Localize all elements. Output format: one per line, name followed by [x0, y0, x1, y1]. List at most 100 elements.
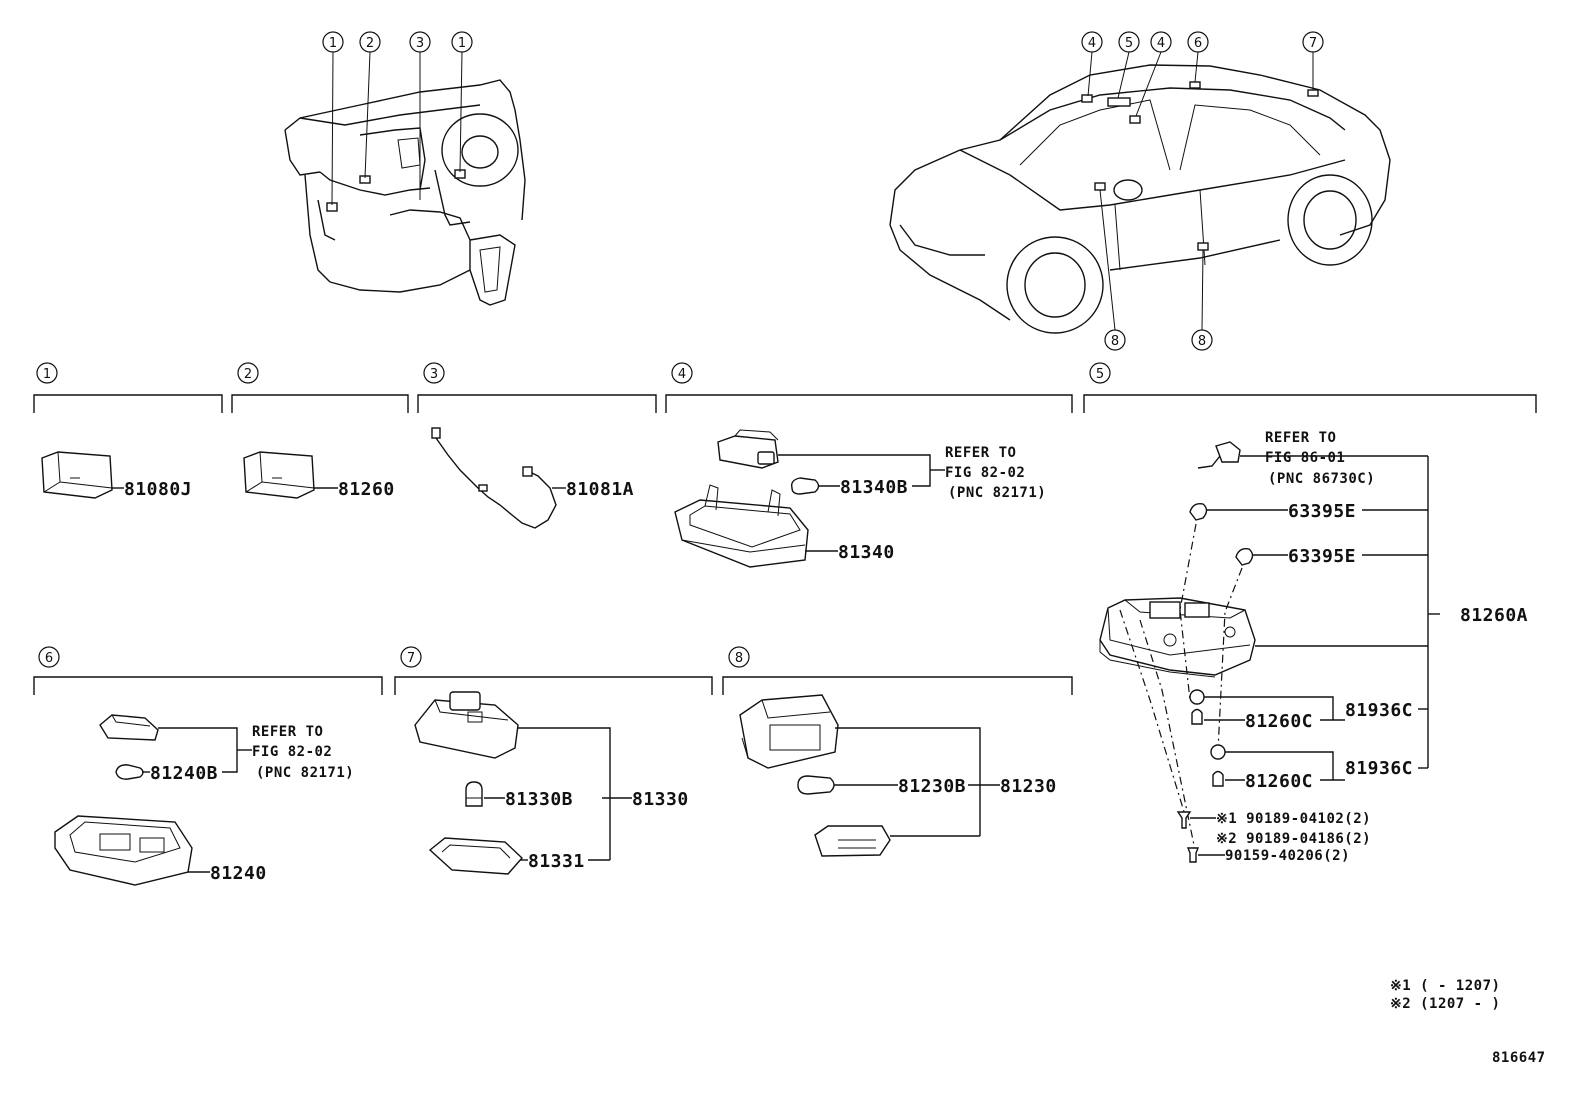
part-label-81936c-a[interactable]: 81936C — [1345, 700, 1413, 721]
part-81331-drawing — [428, 837, 523, 875]
svg-text:1: 1 — [329, 36, 337, 51]
part-81240b-drawing — [115, 764, 144, 780]
bolt-label-1[interactable]: ※1 90189-04102(2) — [1216, 811, 1371, 827]
part-label-81081a[interactable]: 81081A — [566, 479, 634, 500]
part-label-81340b[interactable]: 81340B — [840, 477, 908, 498]
section-1: 81080J — [41, 451, 192, 500]
part-81081a-drawing — [431, 427, 557, 529]
section-5: REFER TO FIG 86-01 (PNC 86730C) 63395E 6… — [1099, 430, 1528, 864]
section-7: 81330B 81330 81331 — [414, 691, 689, 875]
car-illustration — [889, 64, 1391, 334]
callout-6: 6 — [1187, 31, 1209, 53]
section-1-number: 1 — [36, 362, 58, 384]
callout-8a: 8 — [1104, 329, 1126, 351]
svg-text:7: 7 — [407, 651, 415, 666]
part-label-81240b[interactable]: 81240B — [150, 763, 218, 784]
refer-fig-link[interactable]: FIG 82-02 — [252, 744, 332, 760]
callout-1a: 1 — [322, 31, 344, 53]
section-3: 81081A — [431, 427, 634, 529]
part-81240-drawing — [54, 815, 193, 886]
part-label-81080j[interactable]: 81080J — [124, 479, 192, 500]
section-4: 81340B REFER TO FIG 82-02 (PNC 82171) 81… — [674, 429, 1046, 568]
part-63395e-b-drawing — [1235, 547, 1254, 566]
refer-to-label: REFER TO — [1265, 430, 1336, 446]
part-81230b-drawing — [797, 775, 835, 795]
part-63395e-a-drawing — [1189, 502, 1208, 521]
svg-text:8: 8 — [735, 651, 743, 666]
section-2: 81260 — [243, 451, 395, 500]
part-bolt-90159-drawing — [1186, 847, 1200, 863]
part-label-81330[interactable]: 81330 — [632, 789, 689, 810]
refer-to-label: REFER TO — [945, 445, 1016, 461]
section-4-number: 4 — [671, 362, 693, 384]
part-81340-drawing — [674, 484, 809, 568]
part-label-81936c-b[interactable]: 81936C — [1345, 758, 1413, 779]
section-2-number: 2 — [237, 362, 259, 384]
callout-4a: 4 — [1081, 31, 1103, 53]
part-label-81240[interactable]: 81240 — [210, 863, 267, 884]
part-label-81340[interactable]: 81340 — [838, 542, 895, 563]
part-label-81260[interactable]: 81260 — [338, 479, 395, 500]
svg-text:1: 1 — [458, 36, 466, 51]
section-3-number: 3 — [423, 362, 445, 384]
callout-leaders — [331, 51, 1314, 331]
section-6: REFER TO FIG 82-02 (PNC 82171) 81240B 81… — [54, 714, 354, 886]
bolt-label-2[interactable]: ※2 90189-04186(2) — [1216, 831, 1371, 847]
part-label-81260c-b[interactable]: 81260C — [1245, 771, 1313, 792]
part-switch-drawing — [717, 429, 779, 469]
callout-7: 7 — [1302, 31, 1324, 53]
svg-text:4: 4 — [1157, 36, 1165, 51]
dashboard-illustration — [284, 79, 526, 306]
part-81330b-drawing — [465, 781, 483, 807]
part-label-81331[interactable]: 81331 — [528, 851, 585, 872]
callout-8b: 8 — [1191, 329, 1213, 351]
callout-1b: 1 — [451, 31, 473, 53]
part-switch-6-drawing — [99, 714, 159, 741]
refer-pnc-label: (PNC 82171) — [256, 765, 354, 781]
part-label-63395e-b[interactable]: 63395E — [1288, 546, 1356, 567]
callout-5: 5 — [1118, 31, 1140, 53]
refer-to-label: REFER TO — [252, 724, 323, 740]
svg-text:5: 5 — [1096, 367, 1104, 382]
bolt-label-3[interactable]: 90159-40206(2) — [1225, 848, 1350, 864]
svg-text:3: 3 — [430, 367, 438, 382]
svg-text:8: 8 — [1111, 334, 1119, 349]
svg-text:4: 4 — [1088, 36, 1096, 51]
part-81260-drawing — [243, 451, 315, 499]
footnote-1: ※1 ( - 1207) — [1390, 978, 1500, 994]
refer-fig-link[interactable]: FIG 82-02 — [945, 465, 1025, 481]
part-lamp-8-drawing — [739, 694, 839, 769]
svg-text:8: 8 — [1198, 334, 1206, 349]
svg-text:7: 7 — [1309, 36, 1317, 51]
svg-text:2: 2 — [366, 36, 374, 51]
section-brackets — [33, 394, 1537, 695]
svg-text:1: 1 — [43, 367, 51, 382]
part-wire-connector-drawing — [1197, 441, 1241, 469]
svg-text:2: 2 — [244, 367, 252, 382]
section-8-number: 8 — [728, 646, 750, 668]
part-overhead-console-drawing — [1099, 597, 1256, 678]
refer-pnc-label: (PNC 86730C) — [1268, 471, 1375, 487]
part-lens-8-drawing — [814, 825, 891, 857]
refer-pnc-label: (PNC 82171) — [948, 485, 1046, 501]
callout-4b: 4 — [1150, 31, 1172, 53]
svg-text:6: 6 — [1194, 36, 1202, 51]
callout-3: 3 — [409, 31, 431, 53]
section-6-number: 6 — [38, 646, 60, 668]
callout-2: 2 — [359, 31, 381, 53]
part-label-81230[interactable]: 81230 — [1000, 776, 1057, 797]
svg-text:4: 4 — [678, 367, 686, 382]
refer-fig-link[interactable]: FIG 86-01 — [1265, 450, 1345, 466]
part-81080j-drawing — [41, 451, 113, 499]
part-label-81260a[interactable]: 81260A — [1460, 605, 1528, 626]
part-label-81260c-a[interactable]: 81260C — [1245, 711, 1313, 732]
part-81340b-drawing — [790, 477, 820, 495]
diagram-id: 816647 — [1492, 1050, 1546, 1066]
section-8: 81230B 81230 — [739, 694, 1057, 857]
part-label-63395e-a[interactable]: 63395E — [1288, 501, 1356, 522]
svg-text:5: 5 — [1125, 36, 1133, 51]
footnote-2: ※2 (1207 - ) — [1390, 996, 1500, 1012]
part-label-81230b[interactable]: 81230B — [898, 776, 966, 797]
part-label-81330b[interactable]: 81330B — [505, 789, 573, 810]
